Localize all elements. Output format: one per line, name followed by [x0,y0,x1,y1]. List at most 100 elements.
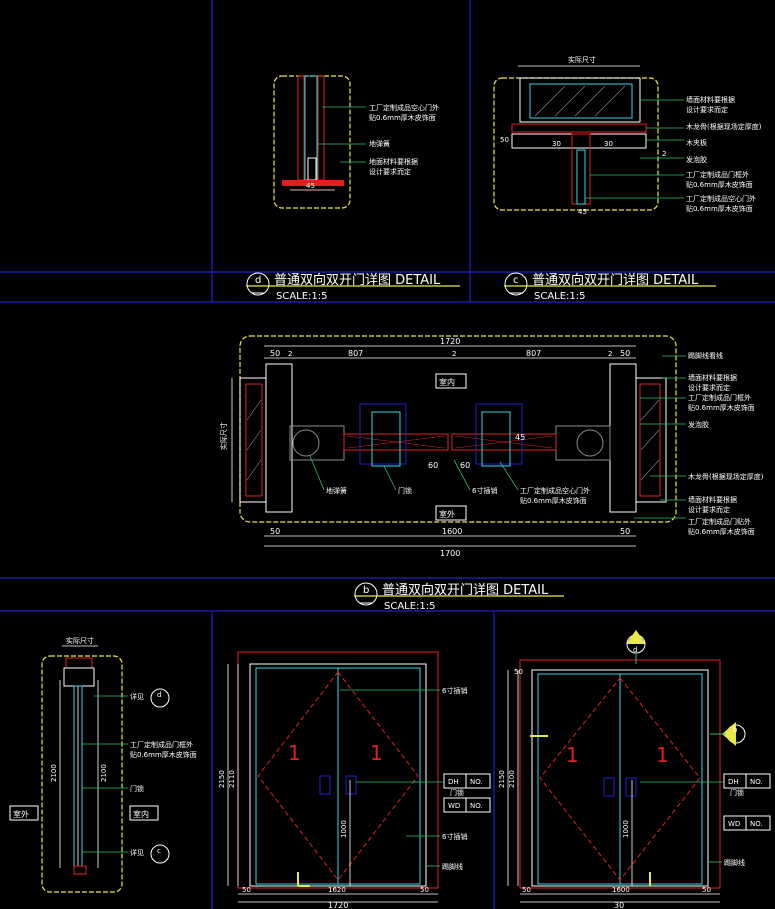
detail-c-note-3: 木龙骨(根据现场定厚度) [686,122,762,131]
detail-c-title: 普通双向双开门详图 DETAIL [532,272,699,288]
detail-b-inside-label: 室内 [439,377,455,387]
elev-left-total: 1720 [328,901,348,909]
detail-b-note-11: 贴0.6mm厚木皮饰面 [688,527,755,536]
detail-c-note-2: 设计要求而定 [686,105,728,114]
elev-left-label-3: 6寸插销 [442,832,467,841]
elev-right-total: 30 [614,901,624,909]
section-view: 实际尺寸 2100 2100 室外 室内 详见 d 工厂定制成品门框外 贴0.6… [9,636,197,893]
detail-b-note-9: 设计要求而定 [688,505,730,514]
elev-left-tag-sub: 门锁 [450,788,464,797]
detail-b-label-3: 6寸插销 [472,486,497,495]
elev-left-tag1-b: NO. [470,778,483,786]
elev-right-dim-v3: 2100 [508,770,516,788]
svg-text:1: 1 [370,741,383,765]
detail-d-note-3: 地弹簧 [369,139,390,148]
elev-right-ref-d: d [633,646,637,654]
elev-left-dim-v2: 2110 [228,770,236,788]
detail-b-top-dim-7: 50 [620,349,630,358]
detail-c-note-9: 贴0.6mm厚木皮饰面 [686,204,753,213]
detail-c-marker: c [513,275,519,286]
detail-c-dim-1: 50 [500,136,509,144]
section-top-dim: 实际尺寸 [66,636,94,645]
elev-left-dim-b2: 1620 [328,886,346,894]
detail-d-dim: 45 [306,182,315,190]
detail-c-dim-5: 45 [578,208,587,216]
detail-b-label-4: 工厂定制成品空心门外 [520,486,590,495]
detail-b-marker: b [363,585,369,596]
detail-d: 45 工厂定制成品空心门外 贴0.6mm厚木皮饰面 地弹簧 地面材料要根据 设计… [246,75,460,302]
detail-b-note-4: 工厂定制成品门框外 [688,393,751,402]
elev-right-tag1-a: DH [728,778,739,786]
elev-right-dim-b2: 1600 [612,886,630,894]
detail-b-bottom-total: 1700 [440,549,460,558]
elev-right-ref-b: b [733,726,738,734]
detail-b-note-8: 墙面材料要根据 [688,495,737,504]
detail-b-note-6: 发泡胶 [688,420,709,429]
detail-c: 实际尺寸 50 30 30 2 45 墙面材料要根据 设计要求而定 木龙骨(根据… [493,55,762,302]
detail-d-marker: d [255,275,261,286]
detail-b-top-dim-4: 2 [452,350,456,358]
section-dim-1: 2100 [50,764,58,782]
detail-c-note-4: 木夹板 [686,138,707,147]
section-label-1: 详见 [130,692,144,701]
detail-b-label-2: 门锁 [398,486,412,495]
elev-right-label-1: 门锁 [730,788,744,797]
detail-c-note-8: 工厂定制成品空心门外 [686,194,756,203]
section-inside-label: 室内 [133,809,149,819]
elev-right-tag2-a: WD [728,820,740,828]
section-label-5: 详见 [130,848,144,857]
detail-b-note-1: 踢脚线看线 [688,351,723,360]
detail-c-note-7: 贴0.6mm厚木皮饰面 [686,180,753,189]
svg-text:1: 1 [656,743,669,767]
section-label-2: 工厂定制成品门框外 [130,740,193,749]
detail-b-label-1: 地弹簧 [326,486,347,495]
detail-c-note-1: 墙面材料要根据 [686,95,735,104]
detail-b-small-dim-1: 60 [428,461,438,470]
detail-b-small-dim-2: 60 [460,461,470,470]
elev-left-tag2-a: WD [448,802,460,810]
elevation-left: 1 1 2150 2110 1000 50 1620 50 1720 6寸插销 … [218,651,491,909]
detail-b-top-dim-5: 807 [526,349,541,358]
elev-right-tag2-b: NO. [750,820,763,828]
elev-left-label-1: 6寸插销 [442,686,467,695]
detail-b-top-dim-1: 50 [270,349,280,358]
elev-left-tag1-a: DH [448,778,459,786]
detail-b-scale: SCALE:1:5 [384,601,436,612]
detail-b-side-dim: 实际尺寸 [219,422,228,450]
elev-right-dim-b1: 50 [522,886,531,894]
detail-d-note-4: 地面材料要根据 [369,157,418,166]
detail-b-note-10: 工厂定制成品门贴外 [688,517,751,526]
section-ref-d: d [157,691,161,699]
detail-b-note-2: 墙面材料要根据 [688,373,737,382]
elev-right-dim-v2: 2150 [498,770,506,788]
detail-c-note-6: 工厂定制成品门框外 [686,170,749,179]
elev-right-dim-v4: 1000 [622,820,630,838]
elev-right-dim-b3: 50 [702,886,711,894]
elev-left-dim-v1: 2150 [218,770,226,788]
elev-right-tag1-b: NO. [750,778,763,786]
section-ref-c: c [157,847,161,855]
detail-d-scale: SCALE:1:5 [276,291,328,302]
detail-b-top-dim-2: 2 [288,350,292,358]
elev-right-dim-v1: 50 [514,668,523,676]
section-label-4: 门锁 [130,784,144,793]
detail-c-dim-4: 2 [662,150,666,158]
detail-b-label-5: 贴0.6mm厚木皮饰面 [520,496,587,505]
detail-c-dim-2: 30 [552,140,561,148]
detail-c-dim-3: 30 [604,140,613,148]
elev-left-dim-b3: 50 [420,886,429,894]
detail-b-top-total: 1720 [440,337,460,346]
detail-d-title: 普通双向双开门详图 DETAIL [274,272,441,288]
section-dim-2: 2100 [100,764,108,782]
detail-b-bottom-dim-1: 50 [270,527,280,536]
detail-c-note-5: 发泡胶 [686,155,707,164]
detail-d-note-5: 设计要求而定 [369,167,411,176]
section-label-3: 贴0.6mm厚木皮饰面 [130,750,197,759]
detail-b-note-7: 木龙骨(根据现场定厚度) [688,472,764,481]
detail-b-outside-label: 室外 [439,509,455,519]
elev-right-label-2: 踢脚线 [724,858,745,867]
detail-b-note-3: 设计要求而定 [688,383,730,392]
svg-text:1: 1 [288,741,301,765]
